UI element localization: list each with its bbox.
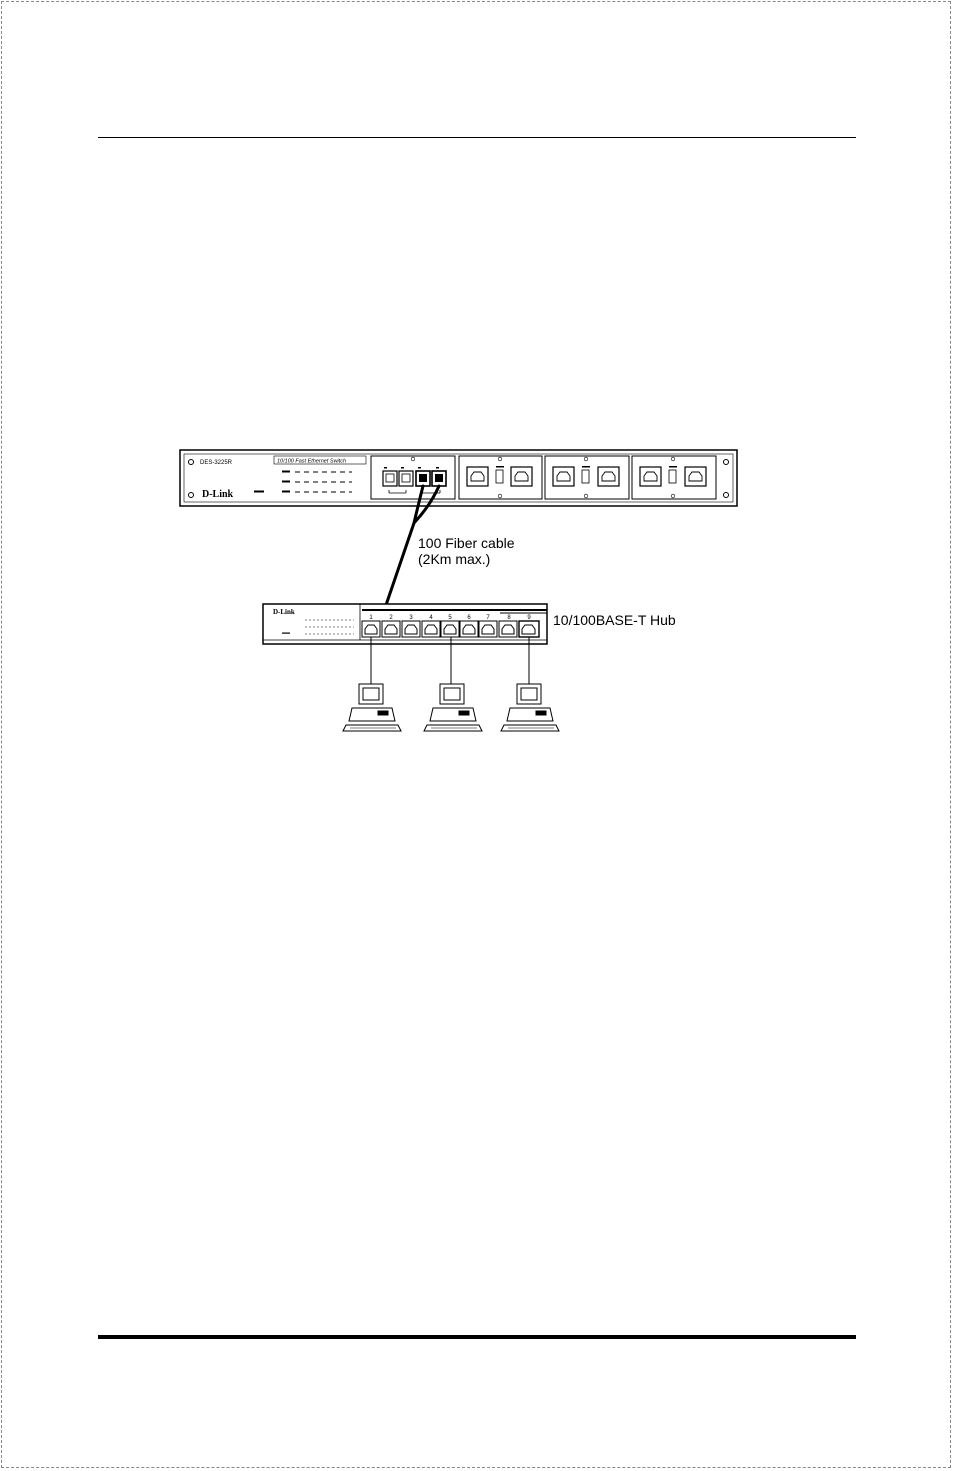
hub-port-number: 2 — [389, 615, 393, 621]
switch-product-name: 10/100 Fast Ethernet Switch — [277, 459, 346, 465]
switch-led-rows — [295, 471, 352, 493]
footer-rule — [98, 1335, 856, 1339]
hub-port-number: 5 — [448, 615, 452, 621]
rj45-module — [544, 455, 630, 500]
fiber-cable — [383, 484, 441, 610]
screw-icon — [188, 492, 194, 498]
hub-port-number: 7 — [486, 615, 490, 621]
rj45-module — [631, 455, 717, 500]
hub-label: 10/100BASE-T Hub — [553, 612, 676, 628]
switch-model: DES-3225R — [200, 460, 233, 466]
screw-icon — [723, 492, 729, 498]
workstation-icon — [500, 683, 560, 732]
workstation-cables — [370, 637, 530, 685]
rj45-module — [458, 455, 543, 500]
cable-label-line2: (2Km max.) — [418, 551, 490, 567]
hub-logo: D-Link — [273, 608, 295, 616]
header-rule — [98, 137, 856, 138]
hub-port-number: 9 — [527, 615, 531, 621]
switch-logo: D-Link — [202, 489, 234, 500]
hub-led-rows — [305, 619, 354, 635]
workstation-icon — [423, 683, 483, 732]
hub-port-number: 8 — [507, 615, 511, 621]
screw-icon — [723, 459, 729, 465]
hub-chassis: D-Link 1 2 3 4 5 6 7 8 9 — [262, 603, 548, 645]
switch-chassis: DES-3225R 10/100 Fast Ethernet Switch D-… — [179, 449, 738, 507]
hub-ports — [361, 620, 540, 638]
fiber-module — [370, 455, 456, 500]
hub-port-number: 3 — [409, 615, 413, 621]
hub-port-number: 1 — [369, 615, 373, 621]
screw-icon — [188, 459, 194, 465]
cable-label-line1: 100 Fiber cable — [418, 535, 515, 551]
hub-port-number: 6 — [467, 615, 471, 621]
hub-port-number: 4 — [429, 615, 433, 621]
workstation-icon — [342, 683, 402, 732]
